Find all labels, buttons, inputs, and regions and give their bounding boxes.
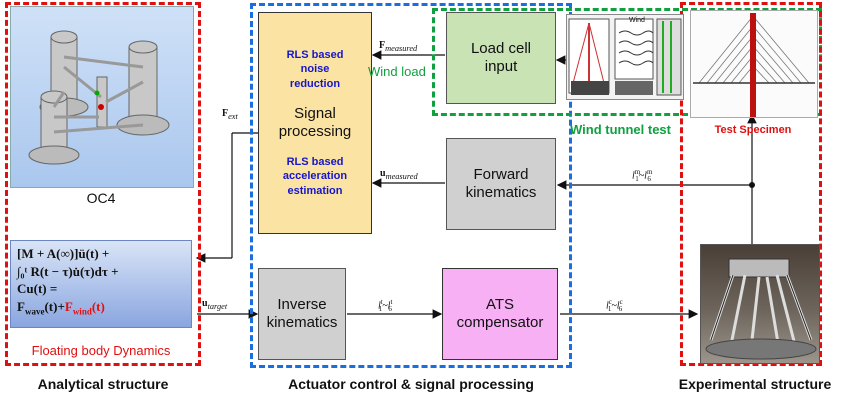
rls-acc-line-2: acceleration [282, 170, 348, 183]
lm-sub2: 6 [647, 175, 651, 184]
lt-sup1: t [380, 298, 383, 306]
f-wind: F [64, 298, 73, 314]
f-wave-sub: wave [24, 306, 45, 317]
load-cell-line-1: Load cell [470, 40, 532, 57]
signal-processing-title: Signal processing [279, 105, 352, 141]
lt-sub1: 1 [378, 305, 383, 314]
load-cell-block: Load cell input [446, 12, 556, 104]
lc-sup2: c [619, 298, 623, 306]
lt-label: lt1~lt6 [378, 298, 392, 313]
lm-l1: l [632, 170, 635, 182]
rls-acceleration-label: RLS based acceleration estimation [283, 155, 347, 198]
hexapod-photo [700, 244, 820, 364]
actuator-control-caption: Actuator control & signal processing [288, 376, 534, 392]
forward-line-2: kinematics [465, 184, 537, 201]
oc4-label: OC4 [86, 190, 116, 206]
f-wave: F [17, 298, 25, 314]
equation-plus: (t)+ [44, 298, 65, 314]
lc-l6: ~l [611, 300, 620, 312]
rls-acc-line-1: RLS based [286, 156, 344, 168]
lt-sub2: 6 [388, 305, 392, 314]
test-specimen-label: Test Specimen [714, 124, 792, 136]
equation-block: [M + A(∞)]ü(t) + ∫₀ᵗ R(t − τ)u̇(τ)dτ + C… [10, 240, 192, 328]
wind-label: Wind [629, 17, 645, 24]
rls-acc-line-3: estimation [287, 184, 343, 197]
f-ext-symbol: F [222, 108, 229, 119]
u-measured-label: umeasured [380, 168, 418, 181]
floating-body-label: Floating body Dynamics [31, 343, 171, 358]
oc4-model-image [10, 6, 194, 188]
lc-sup1: c [608, 298, 612, 306]
lm-label: lm1~lm6 [632, 168, 653, 184]
f-wind-sub: wind [72, 306, 92, 317]
u-target-symbol: u [202, 298, 208, 309]
load-cell-line-2: input [484, 58, 518, 75]
equation-line-4: Fwave(t)+Fwind(t) [17, 298, 185, 318]
specimen-icon [693, 13, 815, 117]
wind-tunnel-test-label: Wind tunnel test [570, 122, 671, 137]
rls-noise-reduction-label: RLS based noise reduction [287, 48, 344, 91]
ats-line-2: compensator [456, 314, 544, 331]
equation-line-2: ∫₀ᵗ R(t − τ)u̇(τ)dτ + [17, 263, 119, 279]
wind-tunnel-image: Wind [566, 14, 684, 100]
lc-label: lc1~lc6 [606, 298, 623, 314]
f-measured-sub: measured [385, 44, 418, 53]
lt-l1: l [378, 300, 381, 312]
f-wind-t: (t) [91, 298, 105, 314]
f-ext-label: Fext [222, 108, 238, 121]
lm-sup2: m [646, 168, 653, 176]
f-ext-sub: ext [228, 112, 238, 121]
lm-l6: ~l [638, 170, 647, 182]
forward-line-1: Forward [473, 166, 529, 183]
lt-sup2: t [390, 298, 393, 306]
oc4-platform-icon [28, 30, 170, 165]
u-target-label: utarget [202, 298, 227, 311]
u-measured-symbol: u [380, 168, 386, 179]
u-target-sub: target [207, 302, 228, 311]
inverse-line-1: Inverse [277, 296, 327, 313]
experimental-structure-caption: Experimental structure [678, 376, 832, 392]
equation-line-1: [M + A(∞)]ü(t) + [17, 246, 110, 261]
analytical-region [5, 2, 201, 366]
lt-l6: ~l [382, 300, 391, 312]
rls-noise-line-2: noise [300, 63, 330, 76]
inverse-kinematics-block: Inverse kinematics [258, 268, 346, 360]
equation-line-3: Cu(t) = [17, 281, 58, 297]
lc-sub1: 1 [607, 305, 612, 314]
rls-noise-line-3: reduction [289, 77, 341, 90]
lc-sub2: 6 [618, 305, 623, 314]
actuator-region [250, 3, 572, 368]
ats-line-1: ATS [485, 296, 515, 313]
ats-compensator-block: ATS compensator [442, 268, 558, 360]
f-measured-label: Fmeasured [379, 40, 417, 53]
rls-noise-line-1: RLS based [286, 49, 344, 62]
hexapod-icon [705, 258, 817, 360]
signal-line: Signal [294, 105, 336, 122]
processing-line: processing [278, 123, 352, 140]
forward-kinematics-block: Forward kinematics [446, 138, 556, 230]
experimental-region [680, 2, 822, 366]
wind-tunnel-icon [568, 18, 682, 96]
u-measured-sub: measured [385, 172, 418, 181]
f-measured-symbol: F [379, 40, 386, 51]
lc-l1: l [606, 300, 609, 312]
analytical-structure-caption: Analytical structure [37, 376, 169, 392]
lm-sub1: 1 [635, 175, 639, 184]
test-specimen-image [690, 10, 818, 118]
lm-sup1: m [634, 168, 641, 176]
signal-processing-block: RLS based noise reduction Signal process… [258, 12, 372, 234]
wind-load-label: Wind load [368, 64, 426, 79]
inverse-line-2: kinematics [266, 314, 338, 331]
